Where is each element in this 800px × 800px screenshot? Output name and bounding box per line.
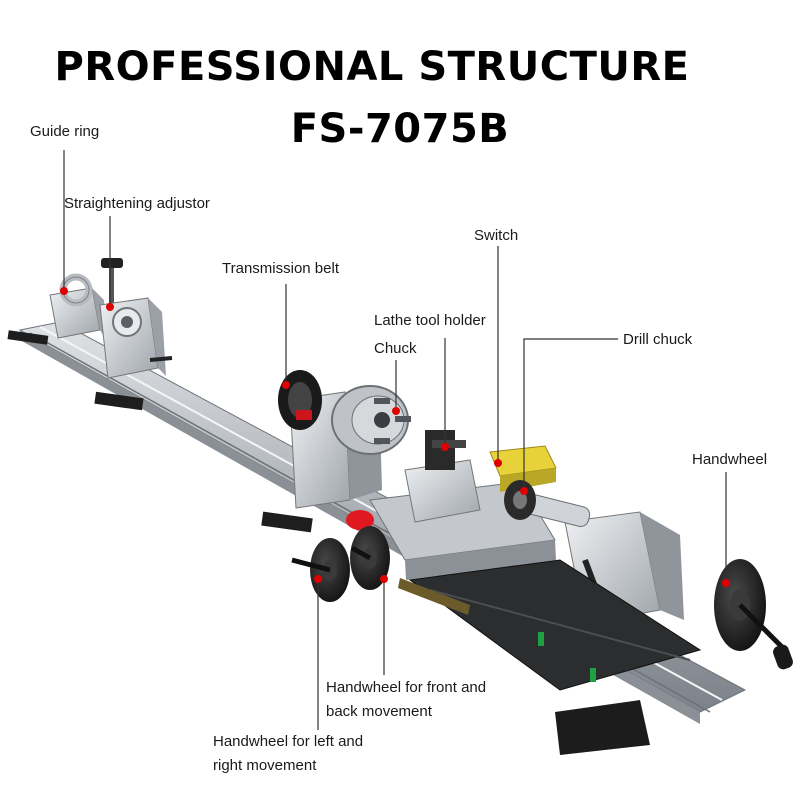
label-transmission-belt: Transmission belt	[222, 260, 339, 277]
page-title: PROFESSIONAL STRUCTURE	[54, 44, 690, 90]
label-handwheel: Handwheel	[692, 451, 768, 468]
label-handwheel-front-back: Handwheel for front and back movement	[326, 676, 486, 724]
label-lathe-tool-holder: Lathe tool holder	[374, 312, 486, 329]
handwheel-front-back[interactable]	[350, 526, 390, 590]
label-chuck: Chuck	[374, 340, 417, 357]
rack	[398, 578, 470, 615]
guide-ring-unit	[49, 273, 106, 340]
handwheel-left-right[interactable]	[291, 538, 350, 602]
label-handwheel-left-right: Handwheel for left and right movement	[213, 730, 363, 778]
model-number: FS-7075B	[290, 106, 510, 152]
label-drill-chuck: Drill chuck	[623, 331, 693, 348]
label-handwheel-front-back-line1: Handwheel for front and	[326, 679, 487, 696]
cross-slide	[408, 559, 702, 691]
label-handwheel-front-back-line2: back movement	[326, 703, 432, 720]
label-straightening-adjustor: Straightening adjustor	[64, 195, 210, 212]
label-switch: Switch	[474, 227, 519, 244]
label-handwheel-left-right-line2: right movement	[213, 757, 317, 774]
callout-leaders	[60, 150, 730, 730]
straightening-adjustor-unit	[99, 258, 173, 379]
label-handwheel-left-right-line1: Handwheel for left and	[213, 733, 364, 750]
headstock	[278, 370, 411, 509]
label-guide-ring: Guide ring	[30, 123, 100, 140]
